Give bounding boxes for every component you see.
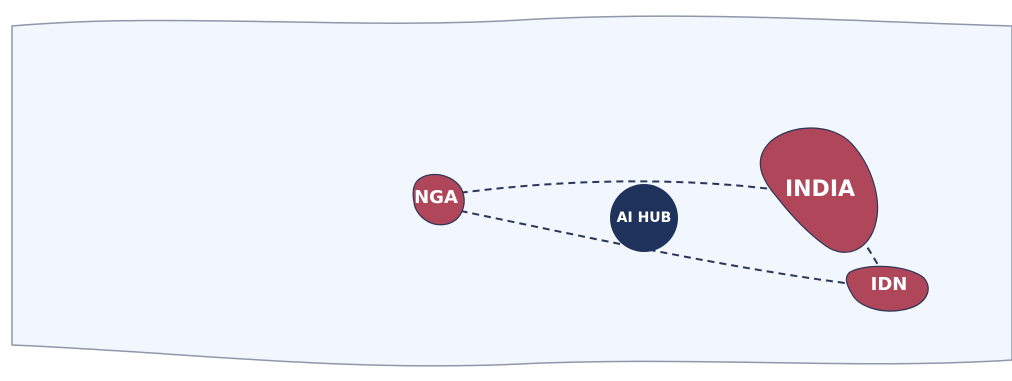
map-background	[11, 15, 1012, 367]
ai-hub-node[interactable]: AI HUB	[610, 184, 678, 252]
region-nga[interactable]: NGA	[412, 173, 465, 226]
route-nga-india	[436, 180, 819, 197]
region-india[interactable]: INDIA	[759, 127, 879, 253]
route-nga-idn	[436, 205, 889, 289]
region-india-label: INDIA	[785, 177, 855, 202]
ai-hub-label: AI HUB	[617, 210, 672, 226]
region-idn-shape	[845, 265, 929, 312]
ai-hub-circle	[610, 184, 678, 252]
region-idn[interactable]: IDN	[845, 265, 929, 312]
region-idn-label: IDN	[871, 274, 908, 295]
region-india-shape	[759, 127, 879, 253]
region-nga-label: NGA	[414, 187, 458, 208]
region-nga-shape	[412, 173, 465, 226]
